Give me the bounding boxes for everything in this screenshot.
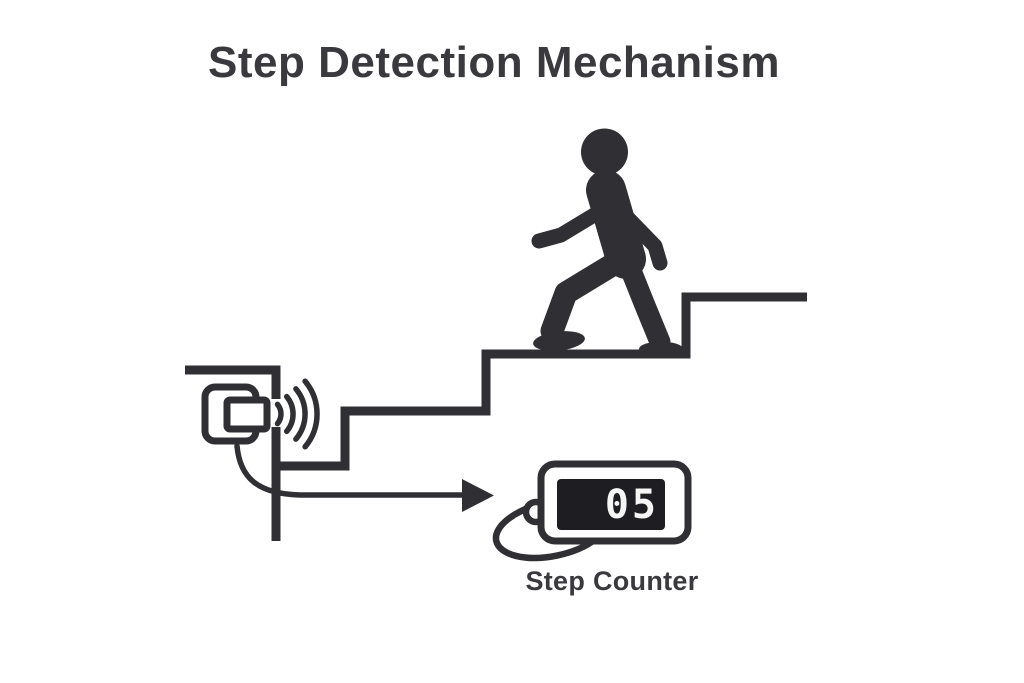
staircase — [277, 292, 807, 471]
diagram-title: Step Detection Mechanism — [208, 38, 780, 87]
person-climbing-stairs-icon — [531, 128, 683, 357]
motion-sensor-icon — [201, 383, 271, 445]
device-display — [557, 479, 665, 530]
wall-pole — [185, 365, 281, 541]
arrow-right-icon — [234, 443, 494, 512]
counter-display-value: 05 — [604, 482, 659, 528]
step-counter-device-icon — [492, 460, 692, 562]
counter-label: Step Counter — [525, 566, 699, 596]
signal-waves-icon — [274, 378, 320, 450]
